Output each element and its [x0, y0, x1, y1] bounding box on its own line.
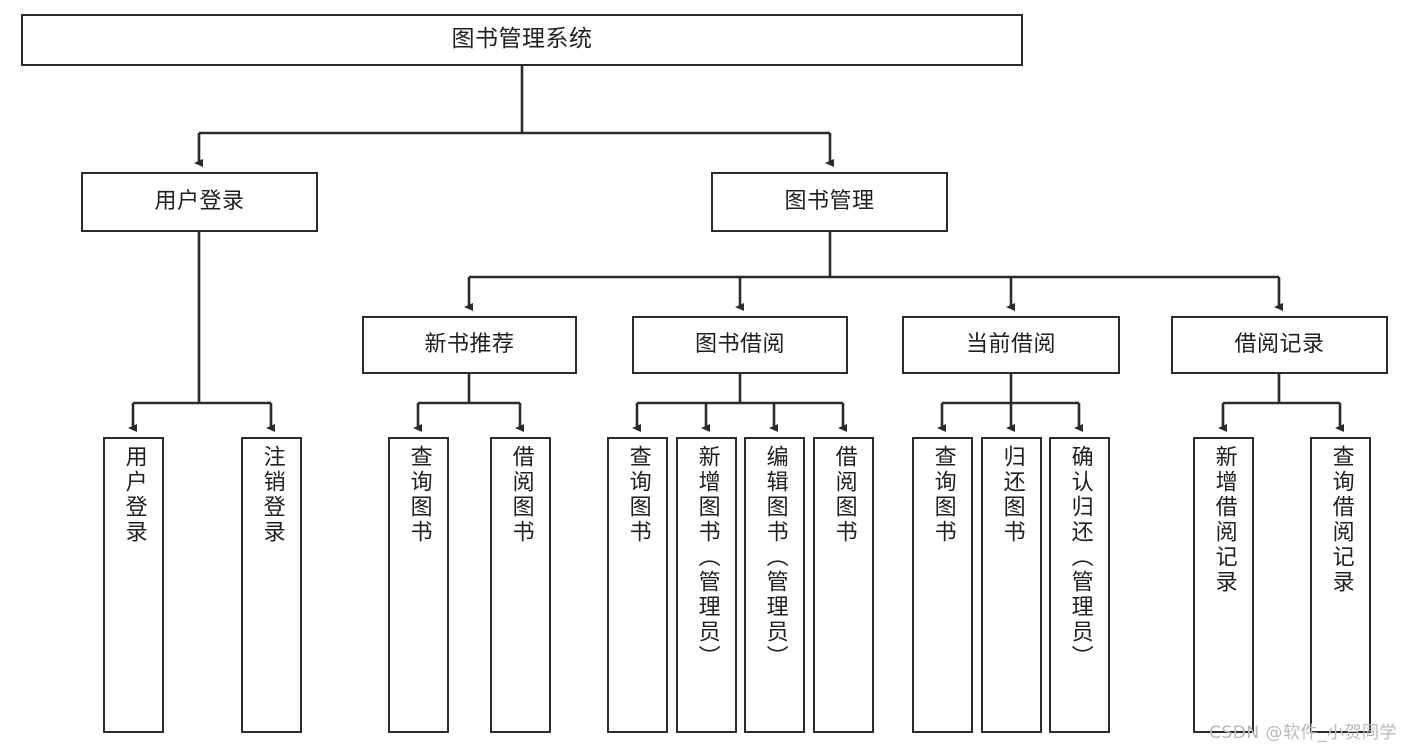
leaf-borrow-record-query-record[interactable]: 查询借阅记录 [1310, 437, 1371, 733]
node-new-book-recommend[interactable]: 新书推荐 [362, 316, 577, 374]
node-label: 归还图书 [999, 445, 1025, 545]
node-label: 注销登录 [259, 445, 285, 545]
leaf-current-borrow-query-book[interactable]: 查询图书 [912, 437, 973, 733]
node-label: 用户登录 [154, 188, 245, 214]
node-label: 当前借阅 [965, 331, 1056, 357]
node-label: 借阅图书 [831, 445, 857, 545]
node-user-login[interactable]: 用户登录 [81, 172, 318, 232]
node-label: 查询图书 [930, 445, 956, 545]
leaf-book-borrow-edit-book[interactable]: 编辑图书（管理员） [744, 437, 805, 733]
leaf-book-borrow-add-book[interactable]: 新增图书（管理员） [676, 437, 737, 733]
node-label: 图书管理 [784, 188, 875, 214]
node-borrow-record[interactable]: 借阅记录 [1171, 316, 1388, 374]
node-book-management[interactable]: 图书管理 [711, 172, 948, 232]
leaf-new-book-query-book[interactable]: 查询图书 [388, 437, 449, 733]
leaf-book-borrow-query-book[interactable]: 查询图书 [607, 437, 668, 733]
leaf-user-login-logout[interactable]: 注销登录 [241, 437, 302, 733]
leaf-current-borrow-confirm-return[interactable]: 确认归还（管理员） [1049, 437, 1110, 733]
node-book-borrow[interactable]: 图书借阅 [632, 316, 848, 374]
node-label: 借阅图书 [508, 445, 534, 545]
node-label: 确认归还（管理员） [1067, 445, 1093, 670]
node-label: 查询图书 [406, 445, 432, 545]
node-label: 查询图书 [625, 445, 651, 545]
leaf-current-borrow-return-book[interactable]: 归还图书 [981, 437, 1042, 733]
node-root-system[interactable]: 图书管理系统 [21, 14, 1023, 66]
node-label: 新增借阅记录 [1211, 445, 1237, 595]
node-label: 编辑图书（管理员） [762, 445, 788, 670]
node-label: 借阅记录 [1234, 331, 1325, 357]
node-label: 用户登录 [121, 445, 147, 545]
node-label: 图书管理系统 [451, 26, 593, 53]
leaf-book-borrow-borrow-book[interactable]: 借阅图书 [813, 437, 874, 733]
node-label: 查询借阅记录 [1328, 445, 1354, 595]
node-label: 图书借阅 [694, 331, 785, 357]
leaf-user-login-login[interactable]: 用户登录 [103, 437, 164, 733]
node-label: 新书推荐 [424, 331, 515, 357]
leaf-borrow-record-add-record[interactable]: 新增借阅记录 [1193, 437, 1254, 733]
node-current-borrow[interactable]: 当前借阅 [902, 316, 1120, 374]
watermark-text: CSDN @软件_小贺同学 [1209, 723, 1397, 743]
node-label: 新增图书（管理员） [694, 445, 720, 670]
leaf-new-book-borrow-book[interactable]: 借阅图书 [490, 437, 551, 733]
